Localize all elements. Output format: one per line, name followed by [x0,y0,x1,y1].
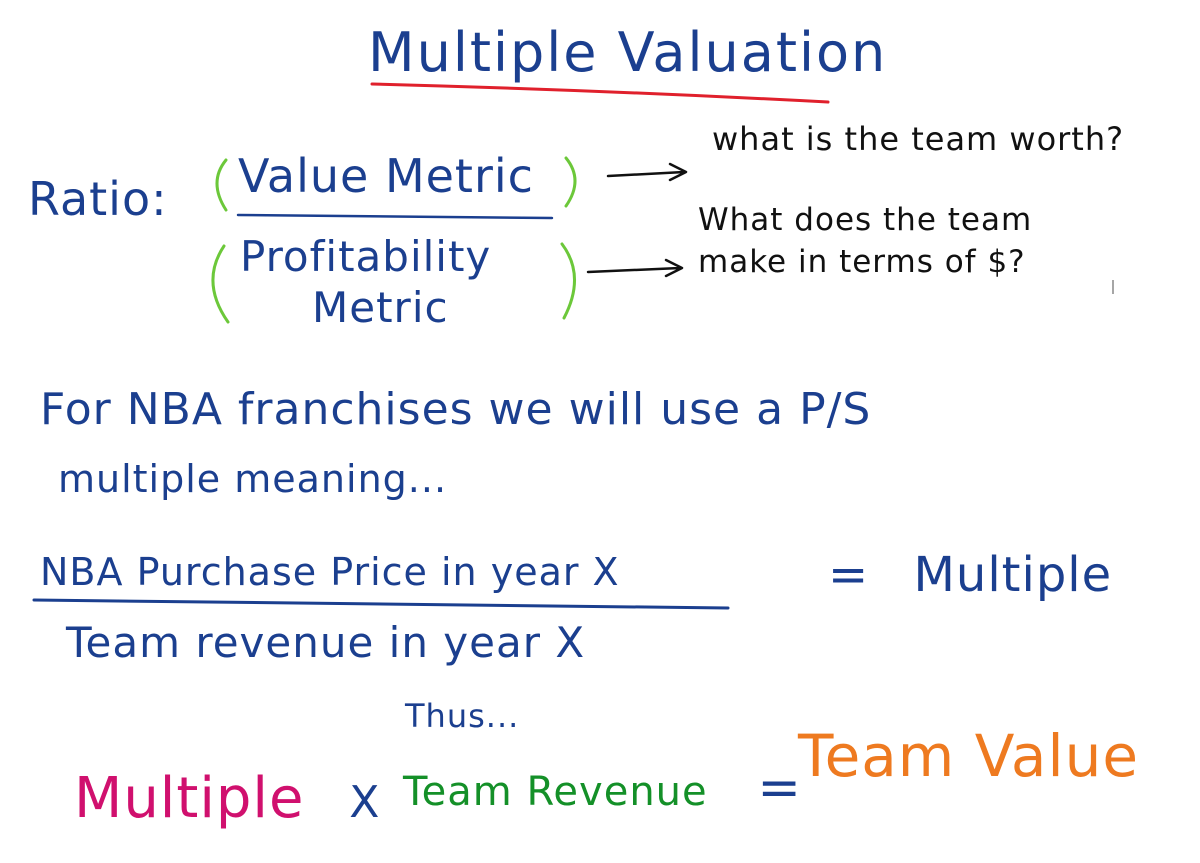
page-title: Multiple Valuation [368,21,888,84]
thus-label: Thus... [405,697,520,735]
denominator-question-line1: What does the team [698,202,1033,238]
equation-fraction-bar [32,598,730,610]
equation-result: = Multiple [828,551,1112,599]
final-term-multiple: Multiple X [74,771,380,827]
final-team-value: Team Value [798,722,1140,790]
denominator-question-line2: make in terms of $? [698,244,1026,280]
ratio-label: Ratio: [28,172,168,226]
bracket-open-top [215,158,228,212]
equation-equals: = [828,547,870,603]
equation-result-text: Multiple [913,547,1113,603]
bracket-close-top [564,156,577,208]
final-times-sign: X [349,777,381,828]
bracket-close-bottom [560,242,576,320]
arrow-bottom [586,258,684,278]
equation-numerator: NBA Purchase Price in year X [40,550,620,594]
ratio-denominator-line2: Metric [312,283,449,332]
final-equals-sign: = [757,758,802,818]
title-underline [370,82,830,104]
final-term-multiple-text: Multiple [74,766,305,831]
final-term-team-revenue-text: Team Revenue [403,769,708,815]
paragraph-line1: For NBA franchises we will use a P/S [40,384,872,435]
ratio-numerator: Value Metric [238,149,534,203]
final-term-team-revenue: Team Revenue = [403,762,802,814]
arrow-top [606,162,688,182]
bracket-open-bottom [211,244,230,324]
equation-denominator: Team revenue in year X [66,618,586,667]
numerator-question: what is the team worth? [712,120,1125,158]
ratio-denominator-line1: Profitability [240,232,492,281]
ratio-fraction-bar [236,213,554,220]
paragraph-line2: multiple meaning... [58,457,448,501]
